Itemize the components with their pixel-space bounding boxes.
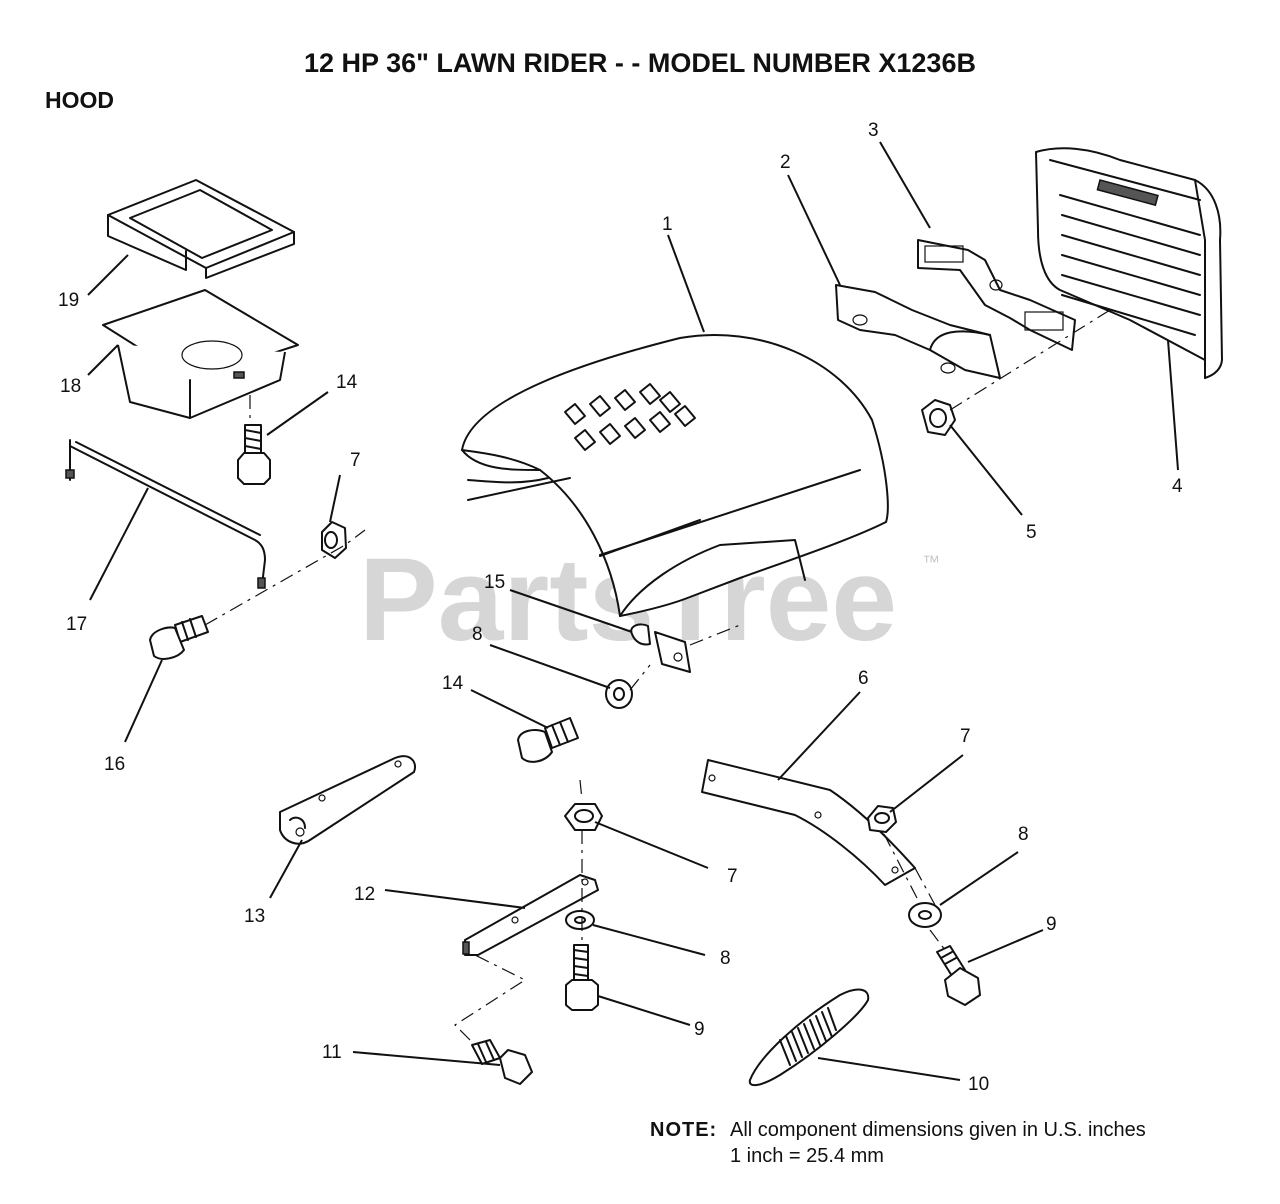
part-bolt-bottom[interactable] — [454, 949, 533, 1085]
part-hood[interactable] — [461, 334, 889, 617]
note-label: NOTE: — [650, 1119, 717, 1141]
callout-7-upper-left: 7 — [350, 450, 361, 471]
callout-14-middle: 14 — [442, 673, 464, 694]
callout-8-center: 8 — [720, 948, 731, 969]
callout-8-upper: 8 — [472, 624, 483, 645]
part-spring[interactable] — [748, 988, 870, 1087]
part-hood-rod[interactable] — [65, 439, 266, 589]
part-nut-upper-left[interactable] — [321, 521, 347, 559]
page-title: 12 HP 36" LAWN RIDER - - MODEL NUMBER X1… — [304, 48, 976, 78]
callout-9-center: 9 — [694, 1019, 705, 1040]
note-line-1: All component dimensions given in U.S. i… — [730, 1119, 1146, 1141]
callout-3: 3 — [868, 120, 879, 141]
assembly-centerlines — [204, 309, 1111, 951]
part-bolt-center[interactable] — [565, 944, 599, 1011]
part-nut-center[interactable] — [564, 803, 603, 831]
callout-11: 11 — [322, 1042, 342, 1063]
section-label: HOOD — [45, 87, 114, 113]
callout-2: 2 — [780, 152, 791, 173]
callout-16: 16 — [104, 754, 125, 775]
dimension-note: NOTE: All component dimensions given in … — [650, 1119, 1146, 1167]
callout-7-center: 7 — [727, 866, 738, 887]
callout-4: 4 — [1172, 476, 1183, 497]
trademark-symbol: ™ — [922, 552, 940, 572]
callout-5: 5 — [1026, 522, 1037, 543]
callout-12: 12 — [354, 884, 375, 905]
part-bolt-upper-left[interactable] — [237, 424, 271, 485]
callout-labels: 1 2 3 4 5 6 7 7 7 8 8 8 9 9 10 11 12 13 … — [58, 120, 1183, 1095]
callout-17: 17 — [66, 614, 87, 635]
callout-13: 13 — [244, 906, 265, 927]
part-bolt-middle[interactable] — [517, 717, 579, 763]
part-hood-support[interactable] — [701, 759, 936, 906]
callout-9-right: 9 — [1046, 914, 1057, 935]
part-bolt-lower-left[interactable] — [149, 615, 209, 660]
callout-14-upper: 14 — [336, 372, 358, 393]
hood-vent-slots — [564, 383, 696, 451]
leader-lines — [87, 141, 1179, 1081]
note-line-2: 1 inch = 25.4 mm — [730, 1145, 884, 1167]
part-bolt-right[interactable] — [936, 945, 981, 1006]
callout-18: 18 — [60, 376, 81, 397]
part-hood-clip[interactable] — [630, 623, 741, 673]
spring-coils — [779, 1007, 837, 1066]
part-nut-right[interactable] — [867, 805, 897, 833]
part-washer-upper[interactable] — [605, 679, 633, 709]
part-pivot-bar[interactable] — [279, 755, 416, 845]
callout-8-right: 8 — [1018, 824, 1029, 845]
part-battery-tray[interactable] — [102, 289, 299, 419]
part-grille-bracket[interactable] — [835, 284, 1001, 379]
callout-7-right: 7 — [960, 726, 971, 747]
part-washer-center[interactable] — [565, 910, 595, 930]
part-washer-right[interactable] — [908, 902, 942, 928]
part-grille[interactable] — [1035, 147, 1223, 379]
callout-6: 6 — [858, 668, 869, 689]
callout-15: 15 — [484, 572, 505, 593]
callout-19: 19 — [58, 290, 79, 311]
callout-1: 1 — [662, 214, 673, 235]
part-hood-strap[interactable] — [462, 874, 599, 956]
part-flange-nut[interactable] — [921, 399, 956, 436]
part-rubber-pad[interactable] — [107, 179, 295, 279]
part-grille-plate[interactable] — [917, 239, 1076, 351]
callout-10: 10 — [968, 1074, 989, 1095]
